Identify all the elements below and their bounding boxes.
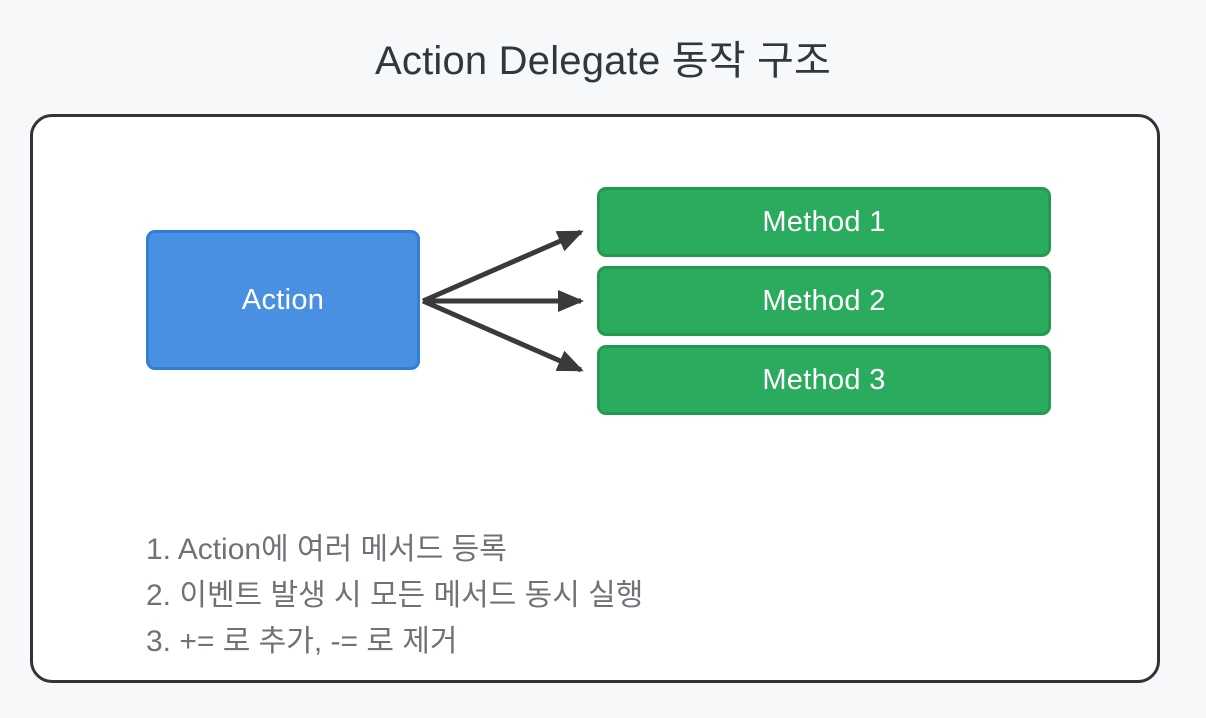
note-line-3: 3. += 로 추가, -= 로 제거 [146,625,458,658]
note-line-2: 2. 이벤트 발생 시 모든 메서드 동시 실행 [146,579,644,612]
diagram-panel: Action Method 1 Method 2 Method 3 1. Act… [30,114,1160,683]
page-title: Action Delegate 동작 구조 [374,39,832,83]
note-line-1: 1. Action에 여러 메서드 등록 [146,533,507,566]
node-action[interactable]: Action [146,230,420,370]
node-method-1[interactable]: Method 1 [597,187,1051,257]
node-method-2[interactable]: Method 2 [597,266,1051,336]
notes-list: 1. Action에 여러 메서드 등록 2. 이벤트 발생 시 모든 메서드 … [146,527,643,665]
node-method-3[interactable]: Method 3 [597,345,1051,415]
connector-action-to-method-3 [421,298,584,373]
connector-action-to-method-1 [421,229,584,304]
